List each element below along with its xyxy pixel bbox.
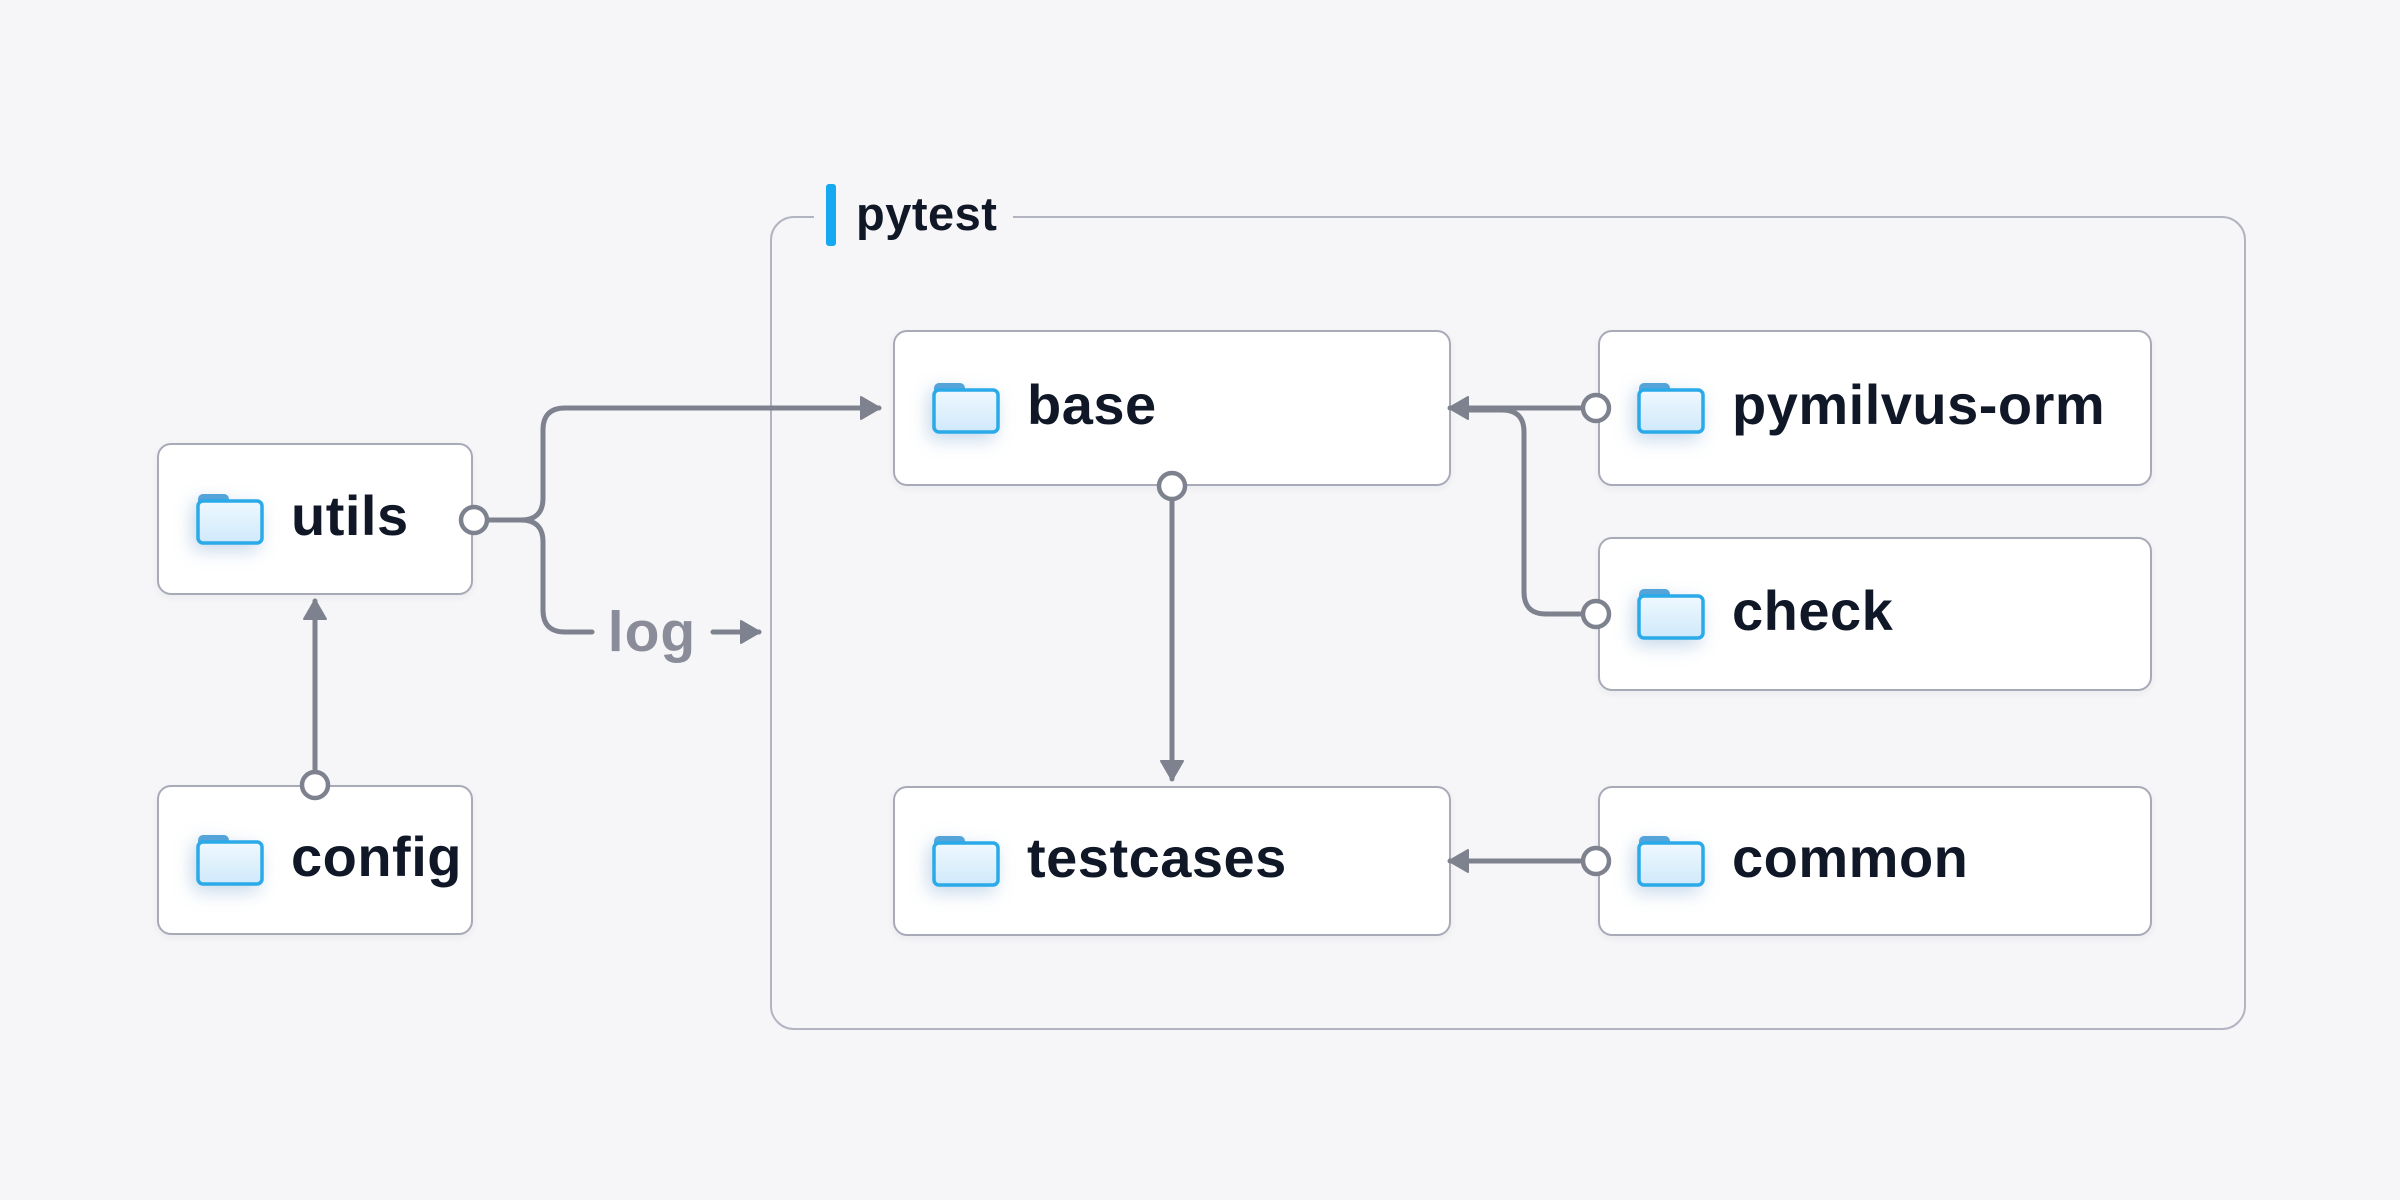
node-config[interactable]: config	[157, 785, 473, 935]
folder-icon	[1637, 589, 1705, 640]
node-label: testcases	[1027, 826, 1287, 889]
node-label: base	[1027, 373, 1157, 436]
pytest-group-label: pytest	[814, 183, 1014, 247]
group-label-text: pytest	[856, 186, 998, 240]
node-pymilvus-orm[interactable]: pymilvus-orm	[1598, 330, 2152, 486]
node-testcases[interactable]: testcases	[893, 786, 1451, 936]
folder-icon	[1637, 836, 1705, 887]
accent-bar-icon	[826, 184, 836, 246]
node-check[interactable]: check	[1598, 537, 2152, 691]
node-utils[interactable]: utils	[157, 443, 473, 595]
pytest-group	[770, 216, 2246, 1030]
node-label: pymilvus-orm	[1732, 373, 2106, 436]
node-label: utils	[291, 484, 409, 547]
node-label: config	[291, 825, 462, 888]
folder-icon	[932, 383, 1000, 434]
node-label: check	[1732, 579, 1894, 642]
folder-icon	[932, 836, 1000, 887]
folder-icon	[1637, 383, 1705, 434]
node-common[interactable]: common	[1598, 786, 2152, 936]
node-label: common	[1732, 826, 1969, 889]
edge-utils-log	[486, 517, 595, 635]
folder-icon	[196, 494, 264, 545]
node-base[interactable]: base	[893, 330, 1451, 486]
edge-label-log: log	[607, 600, 697, 664]
folder-icon	[196, 835, 264, 886]
